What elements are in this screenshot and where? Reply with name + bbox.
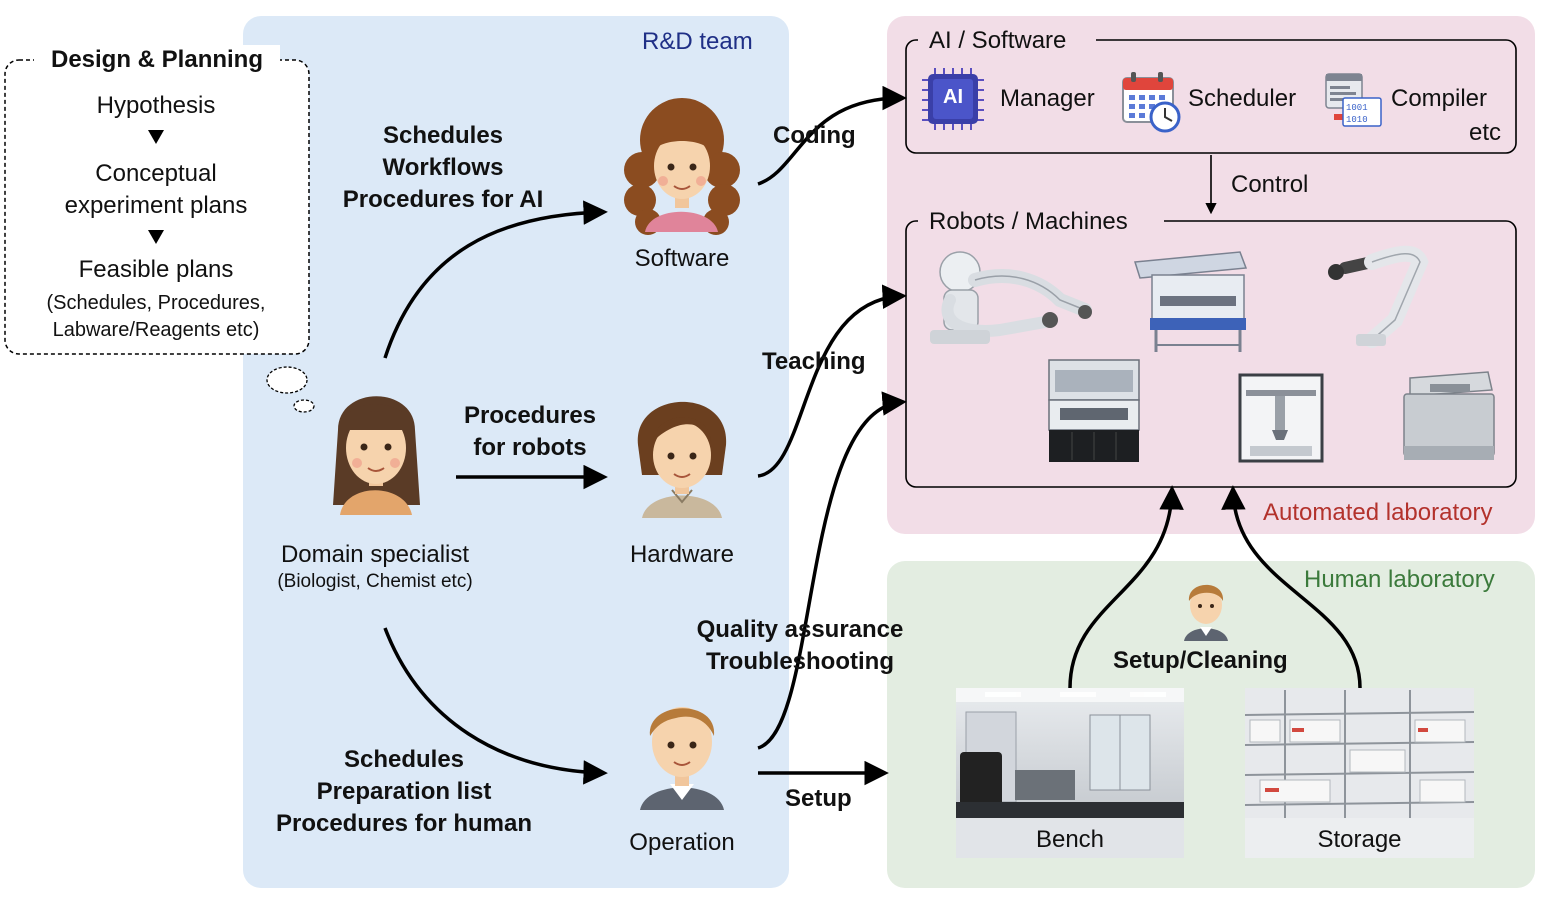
calendar-clock-icon [1122,72,1181,133]
manager-label: Manager [1000,85,1095,112]
robots-box [905,220,1517,488]
storage-photo [1244,688,1475,858]
operation-label: Operation [629,829,735,856]
liquid-handler-image [1134,251,1248,352]
step-arrow-2 [148,230,164,244]
hardware-label: Hardware [629,541,735,568]
robots-machines-title: Robots / Machines [929,208,1128,235]
label-qa-troubleshooting: Quality assurance Troubleshooting [696,616,904,675]
step-arrow-1 [148,130,164,144]
ai-chip-text: AI [943,86,963,108]
step-conceptual-plans: Conceptual experiment plans [64,160,248,219]
arrow-coding [757,85,907,186]
compiler-label: Compiler [1391,85,1488,112]
arrow-bench-to-robots [1068,485,1184,689]
feasible-plans-note: (Schedules, Procedures, Labware/Reagents… [46,292,266,341]
svg-text:1010: 1010 [1346,115,1368,125]
thought-bubble-large [266,366,308,394]
domain-specialist-avatar [333,396,420,515]
lab-worker-avatar [1184,584,1228,641]
design-planning-title: Design & Planning [50,46,263,73]
design-planning-box [4,59,310,355]
software-avatar [624,98,740,235]
compiler-icon: 1001 1010 [1325,73,1382,127]
domain-specialist-sub: (Biologist, Chemist etc) [277,571,473,592]
enclosed-robot-image [1238,373,1324,463]
arrow-specialist-to-software [383,200,608,359]
arrow-qa [757,391,907,750]
software-label: Software [634,245,730,272]
dual-arm-robot-image [930,251,1092,344]
human-lab-title: Human laboratory [1304,566,1495,593]
benchtop-instrument-image [1403,371,1495,460]
bench-label: Bench [1035,826,1105,853]
label-to-hardware: Procedures for robots [463,402,597,461]
storage-label: Storage [1317,826,1402,853]
hardware-avatar [637,401,727,518]
ai-software-title: AI / Software [929,27,1067,54]
arrow-specialist-to-operation [383,627,608,785]
automation-workstation-image [1048,359,1140,462]
label-setup: Setup [785,785,852,812]
arrow-storage-to-robots [1221,485,1362,689]
label-to-software: Schedules Workflows Procedures for AI [342,122,544,213]
robot-arm-image [1328,245,1429,348]
ai-chip-icon [922,68,984,130]
step-hypothesis: Hypothesis [96,92,216,119]
label-teaching: Teaching [762,348,866,375]
operation-avatar [640,707,724,810]
scheduler-label: Scheduler [1188,85,1297,112]
etc-label: etc [1469,119,1502,146]
domain-specialist-label: Domain specialist [280,541,470,568]
label-setup-cleaning: Setup/Cleaning [1113,647,1288,674]
automated-lab-title: Automated laboratory [1263,499,1493,526]
thought-bubble-small [293,399,315,413]
bench-photo [956,688,1184,858]
step-feasible-plans: Feasible plans [78,256,234,283]
label-coding: Coding [773,122,856,149]
svg-text:1001: 1001 [1346,103,1368,113]
label-control: Control [1231,171,1309,198]
arrow-teaching [757,284,907,478]
rd-team-title: R&D team [642,28,753,55]
label-to-operation: Schedules Preparation list Procedures fo… [275,746,533,837]
